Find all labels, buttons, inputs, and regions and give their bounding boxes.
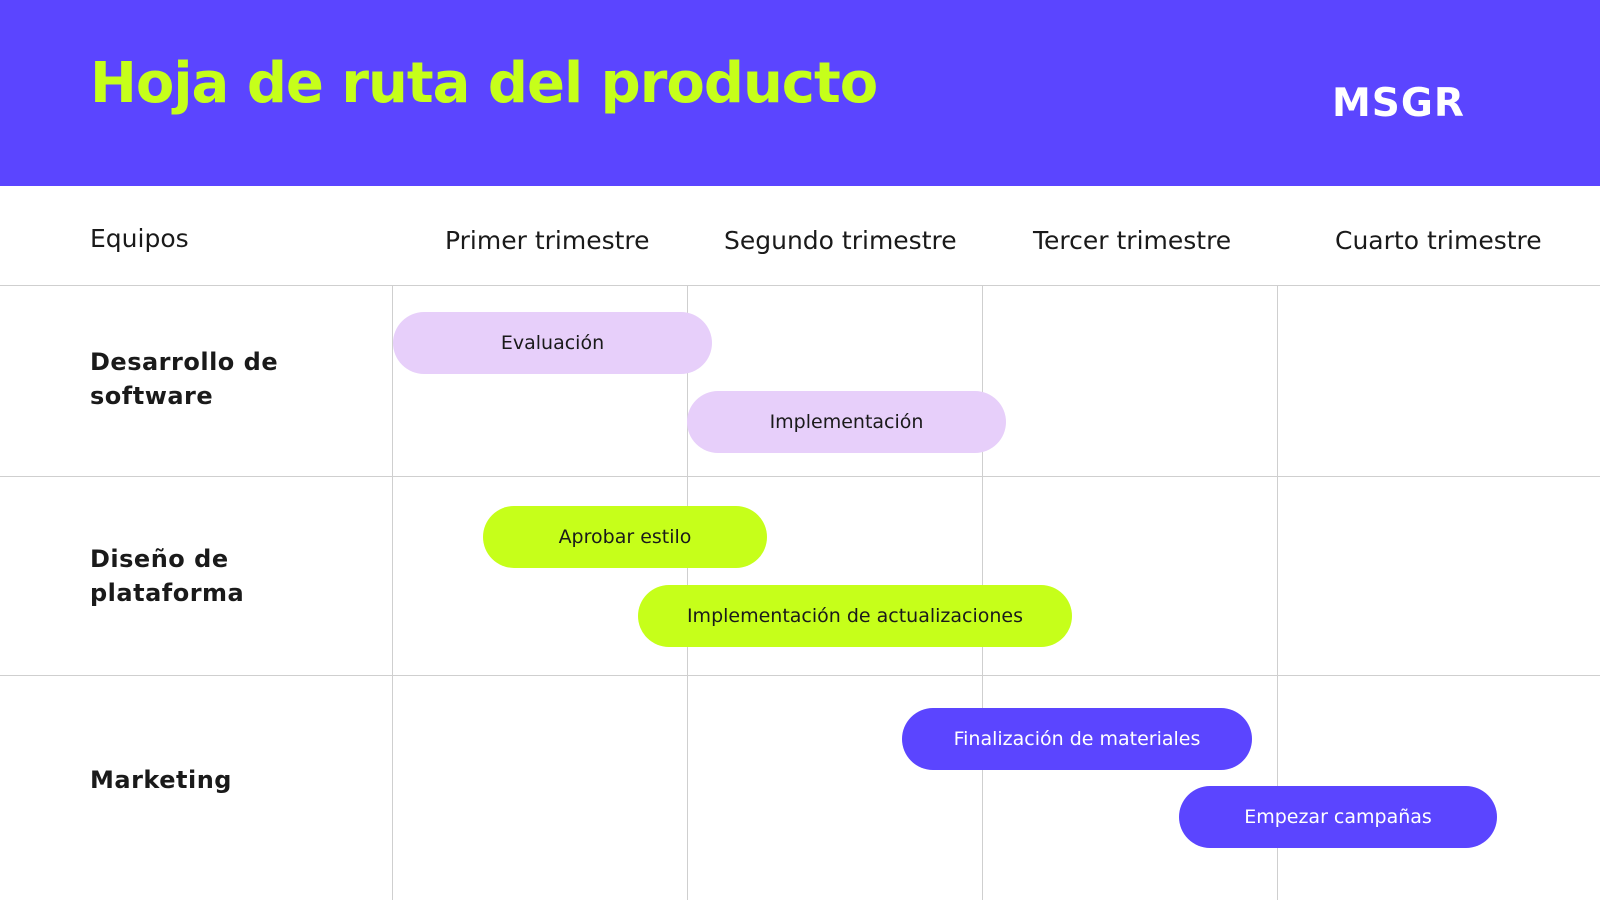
roadmap-bar-implementacion: Implementación bbox=[687, 391, 1006, 453]
grid-line-q4 bbox=[1277, 285, 1278, 900]
roadmap-bar-finalizacion-materiales: Finalización de materiales bbox=[902, 708, 1252, 770]
team-label-platform-design: Diseño de plataforma bbox=[90, 545, 245, 607]
header-banner: Hoja de ruta del producto MSGR bbox=[0, 0, 1600, 186]
grid-line-header bbox=[0, 285, 1600, 286]
roadmap-bar-aprobar-estilo: Aprobar estilo bbox=[483, 506, 767, 568]
quarter-header-q1: Primer trimestre bbox=[445, 226, 650, 255]
grid-line-q1 bbox=[392, 285, 393, 900]
roadmap-bar-evaluacion: Evaluación bbox=[393, 312, 712, 374]
team-label-marketing: Marketing bbox=[90, 766, 232, 794]
quarter-header-q3: Tercer trimestre bbox=[1033, 226, 1232, 255]
quarter-header-q2: Segundo trimestre bbox=[724, 226, 957, 255]
roadmap-bar-empezar-campanas: Empezar campañas bbox=[1179, 786, 1497, 848]
grid-line-row-1 bbox=[0, 476, 1600, 477]
grid-line-row-2 bbox=[0, 675, 1600, 676]
brand-logo: MSGR bbox=[1332, 81, 1465, 126]
page-title: Hoja de ruta del producto bbox=[90, 51, 878, 116]
roadmap-bar-implementacion-actualizaciones: Implementación de actualizaciones bbox=[638, 585, 1072, 647]
team-label-software: Desarrollo de software bbox=[90, 348, 279, 410]
teams-column-header: Equipos bbox=[90, 224, 189, 253]
quarter-header-q4: Cuarto trimestre bbox=[1335, 226, 1542, 255]
